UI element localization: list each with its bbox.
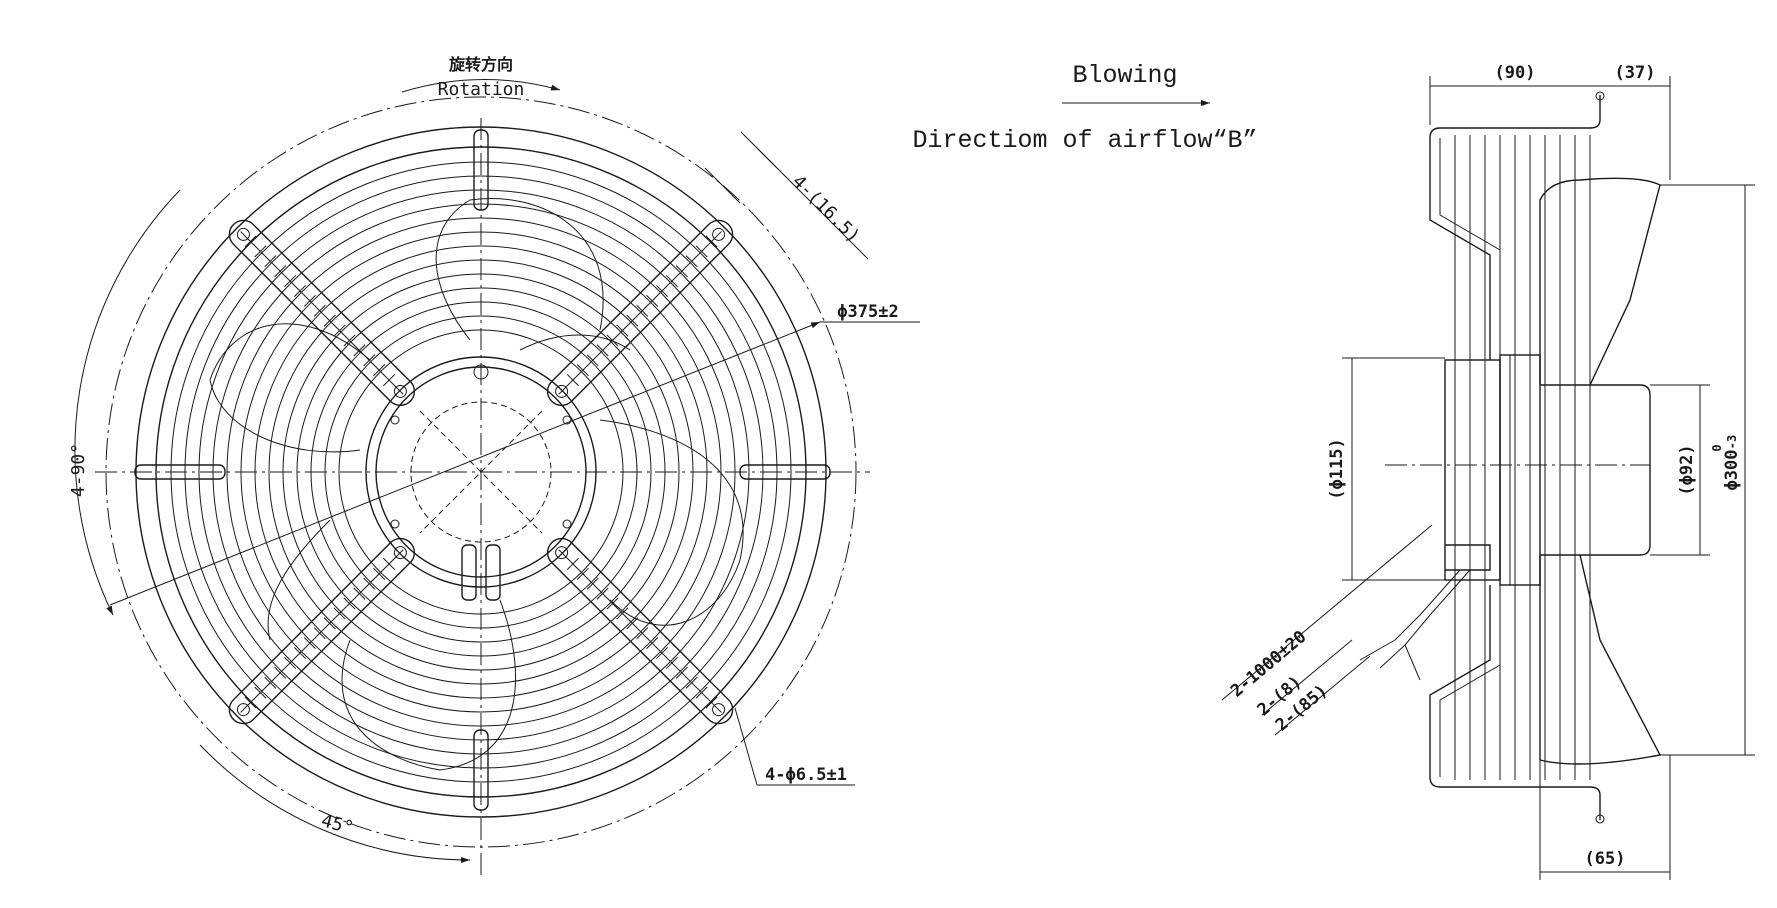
motor-diameter-label: (ϕ115) — [1327, 438, 1347, 499]
angle-dim-arc-90 — [74, 189, 181, 616]
guard-strut — [228, 219, 416, 407]
rotation-label-cn: 旋转方向 — [448, 55, 513, 74]
cable-gland — [1445, 544, 1491, 571]
outer-diameter-label: ϕ375±2 — [837, 302, 898, 322]
motor-hub — [365, 356, 597, 601]
impeller-diameter-label: ϕ300 — [1722, 450, 1742, 491]
slot-width-label: 4-(16.5) — [788, 171, 864, 247]
guard-hook-top — [1595, 91, 1605, 101]
depth-90-label: (90) — [1495, 63, 1536, 83]
hub-diameter-label: (ϕ92) — [1677, 444, 1697, 495]
angle-label-4x90: 4-90° — [68, 443, 89, 497]
motor-body — [1444, 359, 1501, 581]
guard-ring-bars — [1454, 135, 1591, 780]
impeller-tol-lower: -3 — [1725, 435, 1739, 449]
rotation-label-en: Rotation — [438, 79, 525, 100]
slot-dim-line — [756, 147, 869, 260]
guard-strut — [546, 537, 734, 725]
slot-dim-ext-2 — [704, 167, 741, 204]
impeller-tol-upper: 0 — [1710, 444, 1724, 451]
angle-label-45: 45° — [319, 810, 356, 839]
guard-hook-bottom — [1595, 814, 1605, 824]
mount-hole-label: 4-ϕ6.5±1 — [765, 765, 847, 785]
cable-dim-1000-line — [1221, 524, 1433, 701]
impeller-hub — [1540, 384, 1651, 556]
hole-leader — [734, 707, 758, 786]
spoke-bottom — [473, 729, 489, 811]
angle-dim-arc-45 — [199, 744, 471, 863]
blowing-label: Blowing — [1072, 61, 1177, 90]
cable-leads — [1359, 639, 1421, 681]
spoke-top — [473, 129, 489, 211]
airflow-direction-label: Directiom of airflow“B” — [912, 126, 1257, 155]
cable-dim-85-line — [1274, 655, 1371, 736]
spoke-right — [739, 464, 831, 480]
guard-strut — [546, 219, 734, 407]
depth-65-label: (65) — [1585, 849, 1626, 869]
cable-dim-8-line — [1261, 639, 1353, 716]
side-view: Blowing Directiom of airflow“B” (90) — [912, 61, 1755, 880]
rotation-arrow — [401, 78, 561, 93]
cable — [1394, 569, 1471, 646]
front-view: 旋转方向 Rotation 4-90° 45° 4-(16.5) ϕ375±2 … — [68, 55, 920, 880]
impeller-blade — [1539, 177, 1662, 765]
spoke-left — [134, 464, 226, 480]
guard-profile-bottom — [1429, 585, 1601, 820]
guard-strut — [228, 537, 416, 725]
guard-profile-top — [1429, 95, 1601, 360]
depth-37-label: (37) — [1615, 63, 1656, 83]
motor-flange — [1499, 354, 1541, 586]
impeller-blades — [209, 198, 744, 771]
diameter-leader — [109, 321, 821, 606]
